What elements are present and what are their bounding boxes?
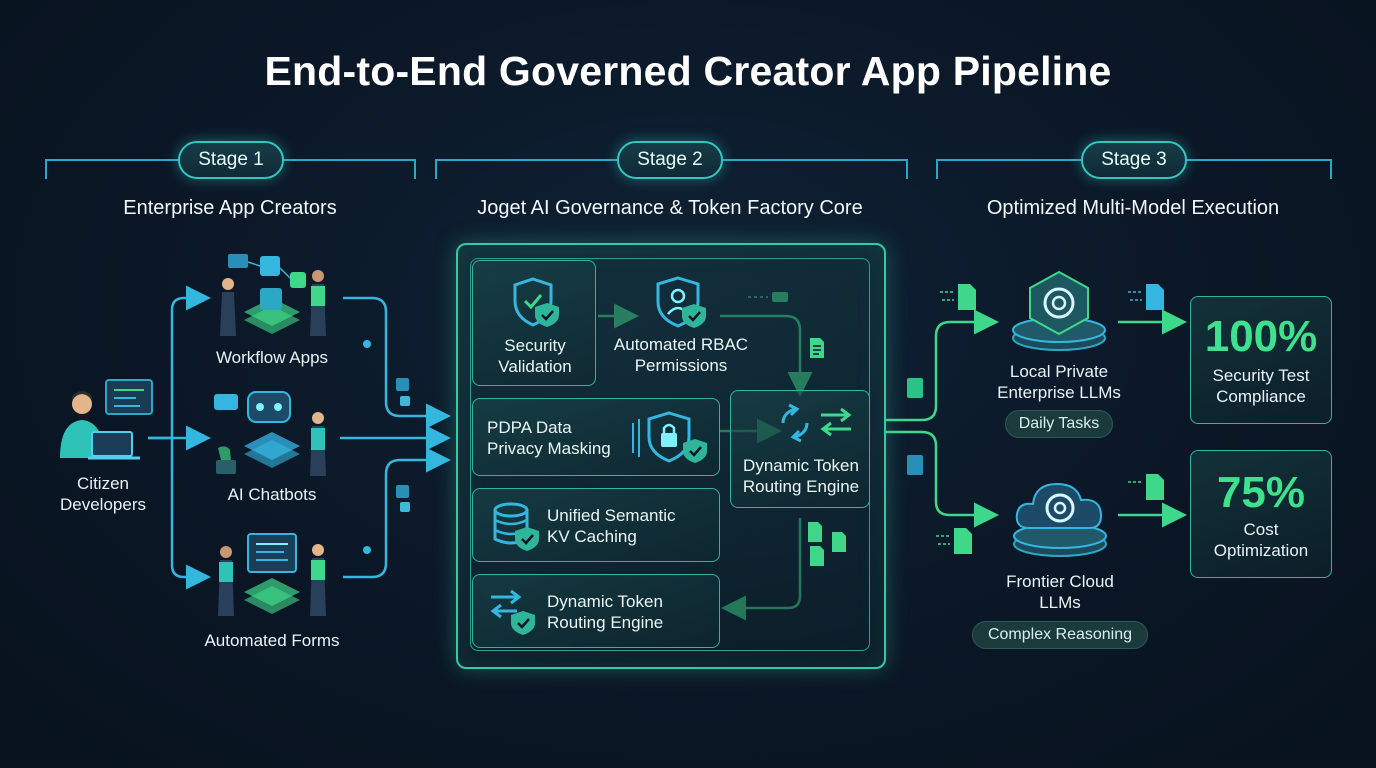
pdpa-label-2: Privacy Masking [487, 439, 611, 458]
shield-check-icon [513, 277, 559, 327]
routing-engine-bottom-box: Dynamic Token Routing Engine [472, 574, 720, 648]
chatbot-icon [214, 391, 326, 476]
automated-forms-label: Automated Forms [204, 631, 340, 650]
security-validation-box: Security Validation [472, 260, 596, 386]
daily-tasks-tag: Daily Tasks [1005, 410, 1113, 438]
routing-engine-center-box: Dynamic Token Routing Engine [730, 390, 870, 508]
stat-label-cost-1: Cost [1243, 520, 1279, 539]
rbac-label-1: Automated RBAC [613, 335, 749, 354]
cloud-llms-label-2: LLMs [1039, 593, 1081, 612]
ai-chatbots-node: AI Chatbots [200, 388, 344, 505]
citizen-developers-label-1: Citizen [77, 474, 129, 493]
shield-lock-icon [632, 411, 707, 463]
document-icon [1128, 284, 1164, 310]
routing-bottom-label-2: Routing Engine [547, 613, 664, 632]
stage2-pill: Stage 2 [617, 141, 723, 179]
laptop-person-icon [60, 379, 153, 460]
stat-label-cost-2: Optimization [1213, 541, 1309, 560]
llm-cloud-icon [1013, 482, 1107, 557]
user-shield-icon [656, 276, 706, 328]
local-llms-label-1: Local Private [1009, 362, 1109, 381]
workflow-team-icon [220, 254, 326, 336]
workflow-apps-label: Workflow Apps [215, 348, 329, 367]
security-validation-label-2: Validation [498, 357, 572, 376]
stage1-pill: Stage 1 [178, 141, 284, 179]
kv-caching-label-2: KV Caching [547, 527, 637, 546]
stat-value-cost: 75% [1216, 468, 1306, 517]
automated-forms-node: Automated Forms [200, 530, 344, 651]
pdpa-label-1: PDPA Data [487, 418, 572, 437]
stat-label-security-1: Security Test [1212, 366, 1310, 385]
local-llms-node: Local Private Enterprise LLMs Daily Task… [994, 266, 1124, 438]
complex-reasoning-tag: Complex Reasoning [972, 621, 1148, 649]
cloud-llms-label-1: Frontier Cloud [1006, 572, 1114, 591]
stage2-heading: Joget AI Governance & Token Factory Core [477, 197, 863, 219]
rbac-node: Automated RBAC Permissions [606, 270, 756, 380]
citizen-developers-node: Citizen Developers [48, 372, 158, 514]
stage1-heading: Enterprise App Creators [123, 197, 337, 219]
document-icon [1128, 474, 1164, 500]
database-shield-icon [493, 502, 539, 551]
ai-chatbots-label: AI Chatbots [227, 485, 317, 504]
rbac-label-2: Permissions [634, 356, 728, 375]
routing-center-label-1: Dynamic Token [743, 456, 859, 475]
stat-label-security-2: Compliance [1216, 387, 1306, 406]
stat-value-security: 100% [1204, 312, 1318, 361]
citizen-developers-label-2: Developers [60, 495, 146, 514]
routing-center-label-2: Routing Engine [742, 477, 860, 496]
workflow-apps-node: Workflow Apps [200, 250, 344, 368]
cloud-llms-node: Frontier Cloud LLMs Complex Reasoning [970, 470, 1150, 649]
document-icon [810, 338, 824, 358]
kv-caching-box: Unified Semantic KV Caching [472, 488, 720, 562]
stage3-heading: Optimized Multi-Model Execution [986, 197, 1280, 219]
llm-hexagon-icon [1012, 270, 1106, 351]
document-icon [940, 284, 976, 310]
forms-team-icon [218, 533, 326, 616]
security-compliance-stat: 100% Security Test Compliance [1190, 296, 1332, 424]
page-title: End-to-End Governed Creator App Pipeline [264, 48, 1112, 94]
pdpa-masking-box: PDPA Data Privacy Masking [472, 398, 720, 476]
security-validation-label-1: Security [504, 336, 566, 355]
document-icon [808, 522, 846, 566]
routing-arrows-icon [490, 589, 535, 635]
cost-optimization-stat: 75% Cost Optimization [1190, 450, 1332, 578]
kv-caching-label-1: Unified Semantic [547, 506, 676, 525]
swap-arrows-icon [781, 403, 852, 443]
routing-bottom-label-1: Dynamic Token [547, 592, 663, 611]
stage3-pill: Stage 3 [1081, 141, 1187, 179]
local-llms-label-2: Enterprise LLMs [997, 383, 1121, 402]
document-icon [936, 528, 972, 554]
